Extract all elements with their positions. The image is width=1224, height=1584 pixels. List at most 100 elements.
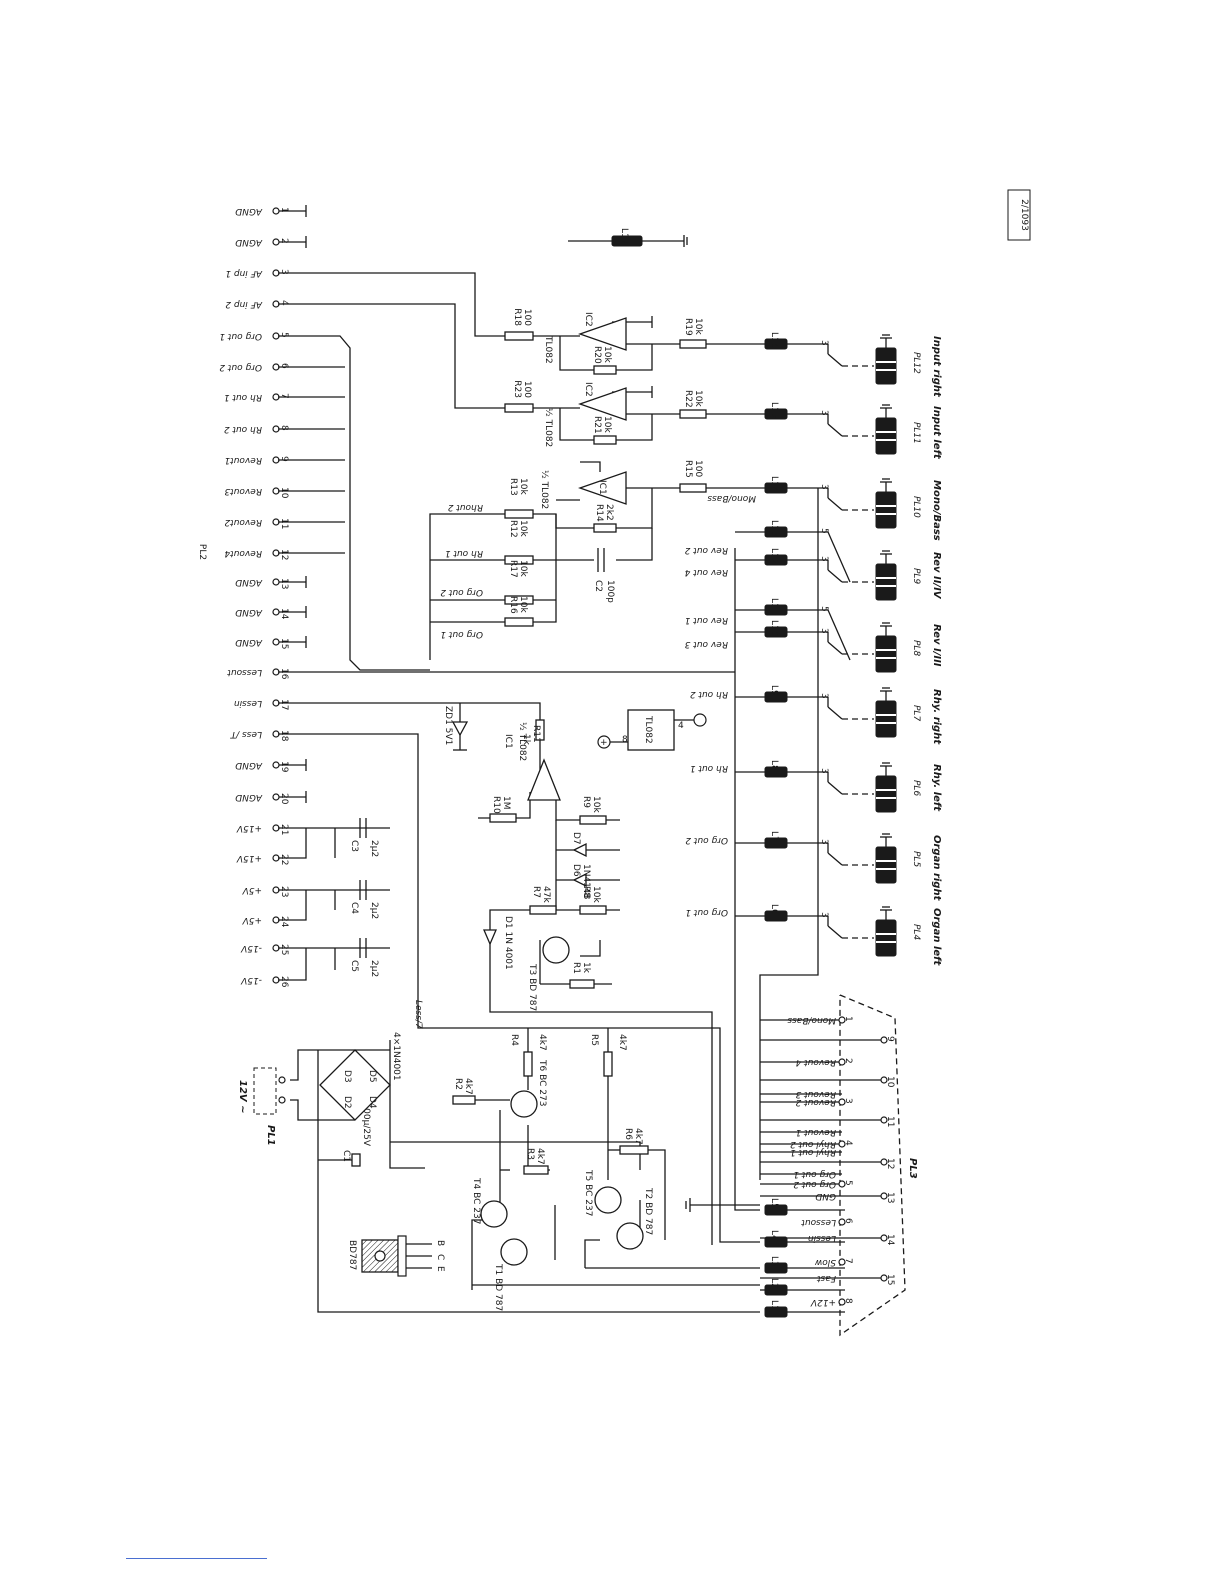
label-r14: R14	[594, 504, 604, 522]
value-r11: 1k	[521, 734, 531, 746]
bd787-package-label: BD787	[347, 1240, 357, 1270]
ic2a-label: IC2	[583, 312, 593, 327]
ferrite-label: L15	[769, 402, 779, 418]
value-r5: 4k7	[617, 1034, 627, 1051]
jack-name: Rhy. right	[931, 689, 942, 745]
pl3-pin-number: 13	[885, 1192, 895, 1203]
net-revout1: Rev out 1	[685, 615, 728, 625]
bridge-rectifier	[319, 1049, 391, 1121]
label-r16: R16	[508, 596, 518, 614]
ferrite-label: L12	[769, 548, 779, 564]
jack-socket	[875, 635, 897, 673]
d7-label: D7	[571, 832, 581, 845]
ferrite-bead	[764, 338, 788, 350]
value-r17: 10k	[518, 560, 528, 577]
label-r3: R3	[525, 1148, 535, 1160]
pl2-pin-number: 16	[279, 668, 289, 680]
ic2a-type: TL082	[543, 335, 553, 364]
jack-name: Organ left	[931, 908, 942, 967]
t4-label: T4 BC 237	[471, 1177, 481, 1224]
pl2-pin-number: 17	[279, 699, 289, 710]
value-r12: 10k	[518, 520, 528, 537]
ferrite-label: L10	[769, 620, 779, 637]
jack-pin-number: 3	[819, 912, 829, 918]
ferrite-bead	[764, 837, 788, 849]
t3-label: T3 BD 787	[527, 963, 537, 1011]
pl2-pin-label: AF inp 2	[225, 299, 263, 309]
pl3-pin-label: +12V	[810, 1297, 836, 1307]
ferrite-label: L11	[769, 598, 779, 614]
jack-name: Mono/Bass	[931, 480, 942, 541]
label-r8: R8	[581, 886, 591, 898]
ic1a-type: ½ TL082	[539, 470, 549, 509]
jack-name: Organ right	[931, 835, 942, 902]
label-r5: R5	[589, 1034, 599, 1046]
c4-value: 2µ2	[369, 902, 379, 919]
pkg-pin-e: E	[435, 1266, 445, 1272]
ferrite-label: L2	[769, 1278, 779, 1289]
label-r20: R20	[592, 346, 602, 364]
label-r18: R18	[512, 308, 522, 326]
value-r18: 100	[522, 309, 532, 326]
tl082-supply-label: TL082	[643, 715, 653, 744]
svg-text:5: 5	[819, 528, 829, 534]
label-r1: R1	[571, 962, 581, 974]
value-r6: 4k7	[633, 1128, 643, 1145]
jack-ref: PL12	[911, 352, 921, 374]
ic1b-label: IC1	[503, 734, 513, 749]
label-r12: R12	[508, 520, 518, 538]
ferrite-label: L3	[769, 1256, 779, 1267]
pl2-pin-label: Revout1	[224, 455, 262, 465]
tl082-pin8: 8	[622, 735, 628, 745]
pl2-pin-number: 20	[279, 793, 289, 805]
capacitors: C2 100p C3 2µ2 C4 2µ2 C5 2µ2 C1 100µ/25V	[341, 548, 615, 1167]
value-r15: 100	[693, 460, 703, 477]
pl2-pin-label: Lessout	[227, 667, 262, 677]
label-r19: R19	[683, 318, 693, 336]
pl2-pin-number: 1	[279, 207, 289, 213]
zd1-label: ZD1 5V1	[443, 706, 453, 745]
pl3-title: PL3	[907, 1158, 918, 1179]
value-r21: 10k	[602, 416, 612, 433]
pl2-pin-number: 19	[279, 761, 289, 773]
pl2-pin-label: Revout4	[224, 548, 262, 558]
jack-pin-number: 3	[819, 484, 829, 490]
plus-symbol: +	[600, 738, 608, 748]
svg-text:5: 5	[819, 606, 829, 612]
inductor-l17: L17	[568, 228, 688, 247]
pl3-pin-number: 8	[843, 1298, 853, 1304]
jack-socket	[875, 347, 897, 385]
pkg-pin-b: B	[435, 1240, 445, 1246]
label-r7: R7	[531, 886, 541, 898]
c1-label: C1	[341, 1150, 351, 1162]
net-labels: Rhout 2 Rh out 1 Org out 2 Org out 1 Mon…	[237, 493, 756, 1146]
label-r17: R17	[508, 560, 518, 578]
jack-socket	[875, 919, 897, 957]
ferrite-label: L14	[769, 476, 779, 493]
pl2-pin-number: 2	[279, 238, 289, 244]
resistors	[452, 331, 707, 1175]
pl2-pin-number: 4	[279, 300, 289, 306]
ferrite-label: L8	[769, 760, 779, 771]
pl2-pin-number: 3	[279, 269, 289, 275]
jack-pin-number: 3	[819, 768, 829, 774]
pl2-pin-label: Lessin	[234, 698, 262, 708]
label-r10: R10	[491, 796, 501, 814]
t6-label: T6 BC 273	[537, 1059, 547, 1106]
ic2b-type: ½ TL082	[543, 408, 553, 447]
pl3-pin-number: 7	[843, 1258, 853, 1264]
jack-socket	[875, 775, 897, 813]
pl2-pin-label: +5V	[242, 915, 262, 925]
net-rhout1: Rh out 1	[445, 548, 483, 558]
jack-ref: PL7	[911, 705, 921, 721]
pl3-pin-label: Lessout	[801, 1217, 836, 1227]
pl2-pin-label: -15V	[240, 975, 262, 985]
pl2-pin-label: AGND	[235, 792, 263, 802]
jack-name: Input left	[931, 406, 942, 460]
jack-ref: PL8	[911, 640, 921, 656]
c4-label: C4	[349, 902, 359, 914]
ferrite-label: L9	[769, 685, 779, 696]
d5-label: D5	[367, 1070, 377, 1083]
pl2-pin-label: Org out 1	[219, 331, 262, 341]
